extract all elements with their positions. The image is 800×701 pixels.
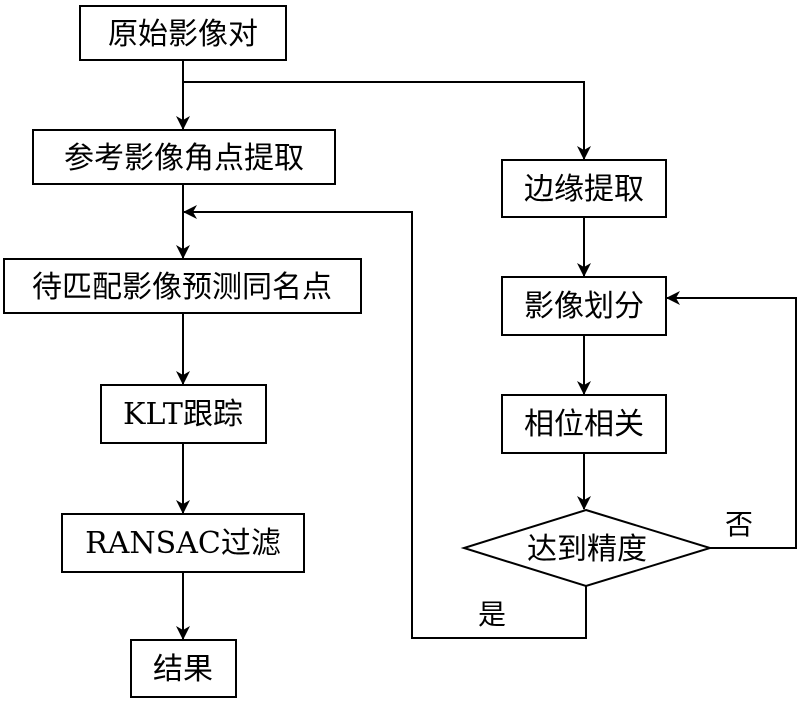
node-image-division: 影像划分 bbox=[501, 276, 667, 336]
node-decision-label: 达到精度 bbox=[527, 532, 647, 567]
edge-label-no: 否 bbox=[725, 508, 753, 541]
node-predict-points: 待匹配影像预测同名点 bbox=[3, 258, 362, 314]
node-phase-label: 相位相关 bbox=[524, 407, 644, 442]
node-edge-extraction: 边缘提取 bbox=[501, 159, 667, 218]
node-klt-label: KLT跟踪 bbox=[123, 397, 243, 432]
node-original-image-pair: 原始影像对 bbox=[79, 5, 287, 61]
edge-label-yes: 是 bbox=[478, 598, 506, 631]
node-corner-label: 参考影像角点提取 bbox=[64, 141, 304, 176]
node-decision-precision: 达到精度 bbox=[460, 508, 714, 588]
node-edge-label: 边缘提取 bbox=[524, 172, 644, 207]
arrow-decision-no-loop bbox=[666, 291, 797, 549]
node-original-label: 原始影像对 bbox=[108, 17, 258, 52]
node-predict-label: 待匹配影像预测同名点 bbox=[32, 270, 332, 305]
node-result: 结果 bbox=[130, 639, 237, 698]
node-ransac-label: RANSAC过滤 bbox=[85, 526, 281, 561]
node-divide-label: 影像划分 bbox=[524, 289, 644, 324]
node-klt-tracking: KLT跟踪 bbox=[100, 384, 267, 444]
node-ransac-filter: RANSAC过滤 bbox=[61, 513, 305, 573]
arrow-decision-yes-to-predict bbox=[183, 205, 587, 639]
node-phase-correlation: 相位相关 bbox=[501, 394, 667, 454]
node-result-label: 结果 bbox=[153, 652, 213, 687]
arrow-original-to-edge bbox=[183, 81, 591, 160]
node-corner-extraction: 参考影像角点提取 bbox=[32, 129, 336, 185]
